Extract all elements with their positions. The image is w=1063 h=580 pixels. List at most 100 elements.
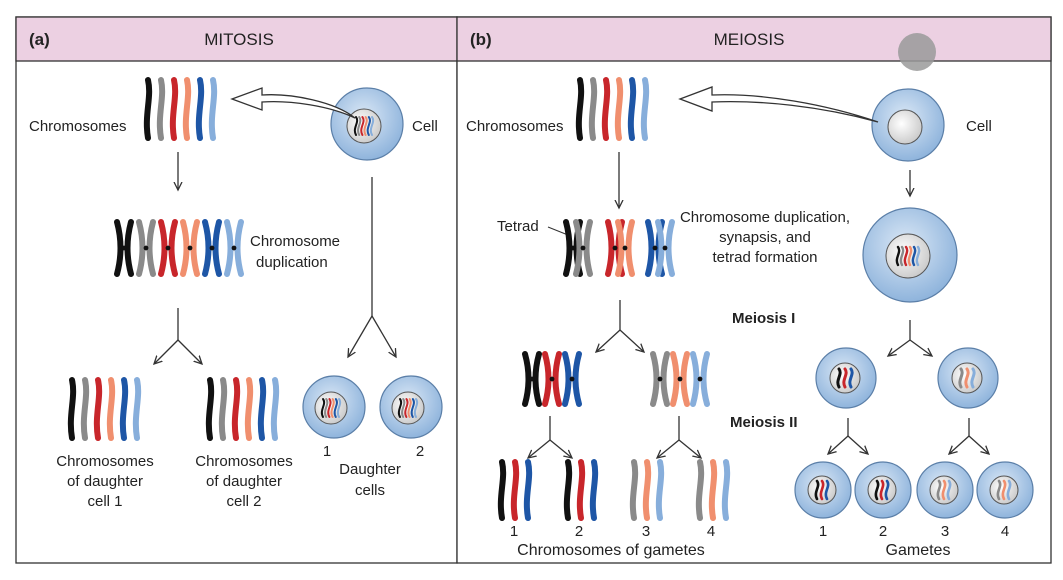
centromere [677,376,683,382]
meiosis-gamete-num-2: 2 [879,523,887,540]
duplicated-chromosome [670,351,690,407]
chromosome-strand [589,459,599,521]
chromosome-strand [836,367,842,389]
chromosome-strand [336,398,342,418]
chromosome-strand [576,459,586,521]
mitosis-cell-split-arrows [348,177,396,357]
centromere [662,245,668,251]
meiosis-2-label: Meiosis II [730,414,798,431]
centromere [143,245,149,251]
chromosome-strand [842,367,848,389]
chromosome-strand [410,398,415,418]
chromosome-strand [563,459,573,521]
duplicated-chromosome [158,219,178,277]
centromere [657,376,663,382]
mitosis-daughter2-line3: cell 2 [226,493,261,510]
meiosis-tetrad-label: Tetrad [497,218,539,235]
duplicated-chromosome [573,219,593,277]
meiosis-parent-cell [871,88,945,162]
duplicated-chromosome [114,219,134,277]
mitosis-title: MITOSIS [204,30,274,49]
chromosome-strand [397,398,403,418]
meiosis-chrom-num-3: 3 [642,523,650,540]
chromosome-strand [1001,479,1007,501]
nucleus-chromosomes [397,398,419,418]
chromosome-strand [899,245,905,267]
duplicated-chromosome [615,219,635,277]
chromosome-strand [708,459,718,521]
meiosis-1-label: Meiosis I [732,310,795,327]
meiosis-tetrads [563,219,675,277]
chromosome-strand [401,398,406,418]
centromere [580,245,586,251]
mitosis-daughter2-line1: Chromosomes [195,453,293,470]
chromosome-strand [996,479,1002,501]
mitosis-daughter2-line2: of daughter [206,473,282,490]
chromosome-strand [320,398,326,418]
chromosome-strand [80,377,90,441]
duplicated-chromosome [562,351,582,407]
nucleus-chromosomes [320,398,342,418]
chromosome-strand [119,377,129,441]
meiosis-duplication-line1: Chromosome duplication, [680,209,850,226]
mitosis-header [15,16,458,62]
chromosome-strand [407,398,412,418]
meiosis-chrom-num-1: 1 [510,523,518,540]
duplicated-chromosome [650,351,670,407]
chromosome-strand [360,116,365,136]
meiosis-gamete-cells [794,461,1034,519]
mitosis-daughter1-line3: cell 1 [87,493,122,510]
chromosome-strand [195,77,205,141]
chromosome-strand [156,77,166,141]
mitosis-panel-label: (a) [29,30,50,49]
meiosis-split-arrows [528,300,989,458]
chromosome-strand [205,377,215,441]
chromosome-strand [895,245,901,267]
centromere [569,376,575,382]
mitosis-cell-num-2: 2 [416,443,424,460]
recording-dot [898,33,936,71]
meiosis-chrom-num-4: 4 [707,523,715,540]
meiosis-i-products-left [522,351,582,407]
meiosis-chrom-num-2: 2 [575,523,583,540]
mitosis-chromosome-set [143,77,218,141]
chromosome-strand [1006,479,1012,501]
chromosome-strand [903,245,909,267]
chromosome-strand [629,459,639,521]
centromere [652,245,658,251]
duplicated-chromosome [180,219,200,277]
chromosome-strand [655,459,665,521]
mitosis-duplication-line1: Chromosome [250,233,340,250]
centromere [549,376,555,382]
mitosis-daughter1-chromosomes [67,377,142,441]
meiosis-header [456,16,1052,62]
duplicated-chromosome [202,219,222,277]
chromosome-strand [964,367,970,389]
mitosis-duplication-line2: duplication [256,254,328,271]
chromosome-strand [510,459,520,521]
centromere [209,245,215,251]
duplicated-chromosome [542,351,562,407]
chromosome-strand [363,116,368,136]
chromosome-strand [413,398,419,418]
duplicated-chromosome [522,351,542,407]
duplicated-chromosome [224,219,244,277]
chromosome-strand [848,367,854,389]
duplicated-chromosome [690,351,710,407]
chromosome-strand [257,377,267,441]
nucleus-chromosomes [353,116,375,136]
chromosome-strand [824,479,830,501]
chromosome-strand [366,116,371,136]
mitosis-chromosomes-label: Chromosomes [29,118,127,135]
centromere [622,245,628,251]
meiosis-panel-label: (b) [470,30,492,49]
chromosome-strand [208,77,218,141]
chromosome-strand [614,77,624,141]
tetrad-cell-chromosomes [895,245,921,267]
meiosis-gamete-num-3: 3 [941,523,949,540]
centromere [165,245,171,251]
mitosis-duplicated-chromosomes [114,219,244,277]
meiosis-chromosome-set [575,77,650,141]
chromosome-strand [642,459,652,521]
chromosome-strand [497,459,507,521]
